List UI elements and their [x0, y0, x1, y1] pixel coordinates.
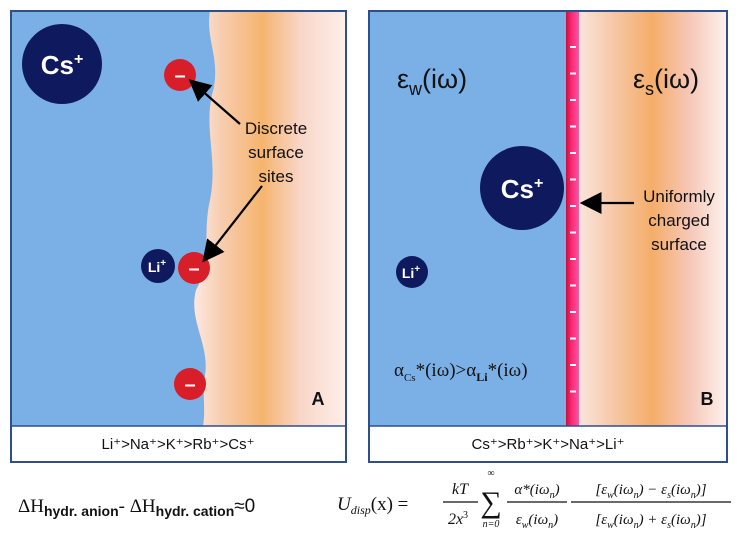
rough-surface-a: [194, 11, 346, 426]
cs-ion-a: Cs+: [22, 24, 102, 104]
svg-text:–: –: [188, 258, 199, 280]
charged-surface-strip: [566, 11, 579, 426]
svg-text:Uniformly: Uniformly: [643, 187, 715, 206]
panel-b-frame: [368, 10, 728, 463]
annotation-uniform-surface: Uniformly charged surface: [643, 187, 715, 254]
svg-text:∞: ∞: [487, 468, 494, 479]
svg-text:Li+: Li+: [402, 264, 420, 281]
cs-ion-b: Cs+: [480, 146, 564, 230]
enthalpy-equation: ΔHhydr. anion- ΔHhydr. cation≈0: [18, 496, 255, 519]
svg-text:charged: charged: [648, 211, 709, 230]
svg-text:[εw(iωn) − εs(iωn)]: [εw(iωn) − εs(iωn)]: [595, 482, 706, 501]
surface-region-b: [577, 11, 727, 426]
svg-text:Cs+: Cs+: [41, 50, 84, 80]
dispersion-equation: Udisp(x) = kT 2x3 ∞ ∑ n=0 α*(iωn) εw(iωn…: [337, 468, 731, 531]
svg-text:–: –: [174, 65, 185, 87]
series-label-b: Cs⁺>Rb⁺>K⁺>Na⁺>Li⁺: [472, 436, 625, 453]
panel-label-a: A: [312, 389, 325, 409]
svg-text:Li+: Li+: [148, 258, 166, 275]
series-box-a: [12, 426, 345, 461]
surface-charge-dashes: [570, 46, 576, 393]
li-ion-a: Li+: [141, 249, 175, 283]
svg-text:∑: ∑: [480, 486, 501, 519]
eps-surface-label: εs(iω): [633, 64, 699, 99]
series-box-b: [370, 426, 726, 461]
surface-site-top: –: [164, 59, 196, 91]
surface-site-middle: –: [178, 252, 210, 284]
series-label-a: Li⁺>Na⁺>K⁺>Rb⁺>Cs⁺: [102, 436, 255, 453]
eps-water-label: εw(iω): [397, 64, 467, 99]
svg-text:[εw(iωn) + εs(iωn)]: [εw(iωn) + εs(iωn)]: [595, 512, 706, 531]
polarizability-relation: αCs*(iω)>αLi*(iω): [394, 360, 528, 384]
svg-text:surface: surface: [651, 235, 707, 254]
annotation-discrete-sites: Discrete surface sites: [245, 119, 307, 186]
panel-b: εw(iω) εs(iω) Cs+ Li+ Uniformly charged …: [368, 10, 728, 463]
svg-text:Discrete: Discrete: [245, 119, 307, 138]
svg-text:εw(iωn): εw(iωn): [516, 512, 558, 531]
arrow-to-site-middle: [202, 185, 263, 263]
panel-label-b: B: [701, 389, 714, 409]
svg-text:Udisp(x) =: Udisp(x) =: [337, 494, 408, 517]
svg-text:surface: surface: [248, 143, 304, 162]
svg-text:kT: kT: [452, 481, 469, 498]
svg-text:n=0: n=0: [483, 519, 500, 530]
li-ion-b: Li+: [396, 256, 428, 288]
panel-a: Cs+ – – – Li+ Discrete surface sites: [10, 10, 347, 463]
svg-text:Cs+: Cs+: [501, 174, 544, 204]
svg-text:sites: sites: [259, 167, 294, 186]
surface-site-bottom: –: [174, 368, 206, 400]
svg-text:α*(iωn): α*(iωn): [514, 482, 559, 501]
panel-a-frame: [10, 10, 347, 463]
arrow-to-site-top: [188, 79, 241, 125]
svg-text:2x3: 2x3: [448, 510, 468, 528]
svg-text:–: –: [184, 374, 195, 396]
